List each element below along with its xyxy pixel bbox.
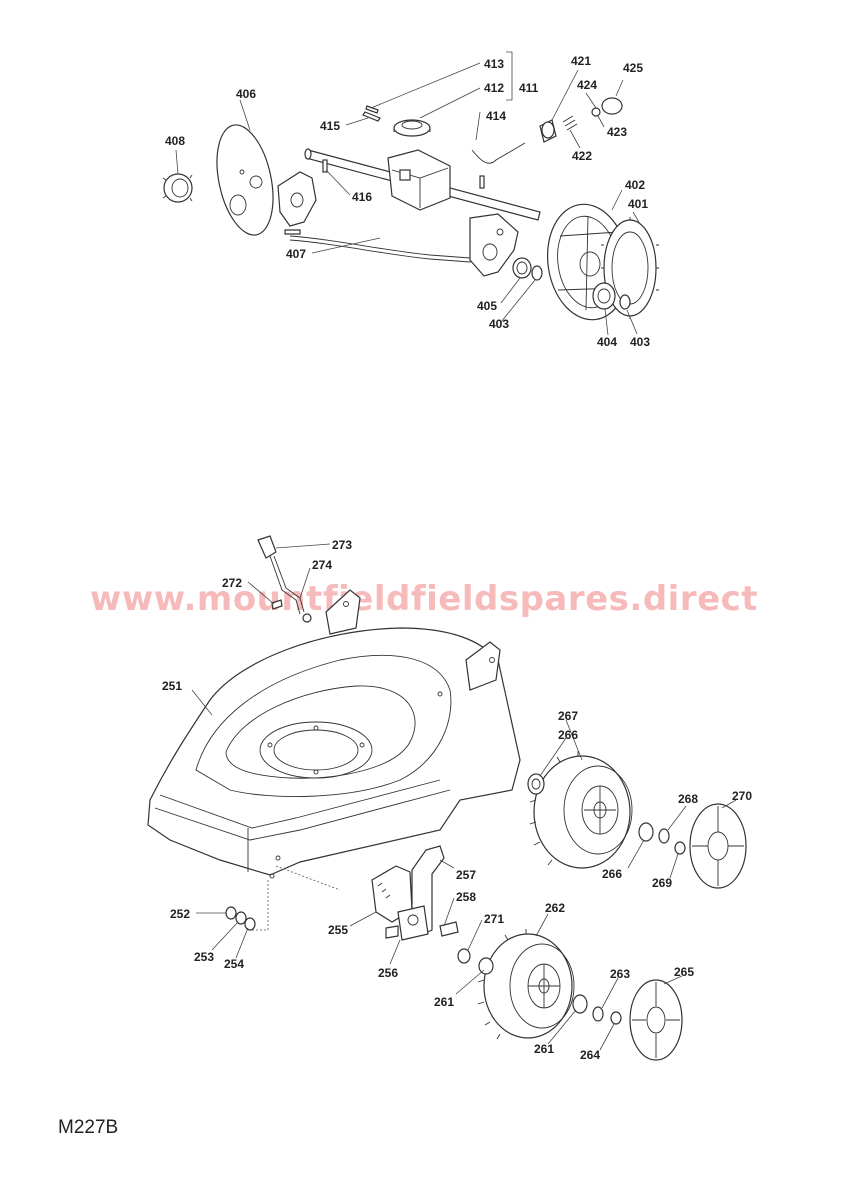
label-421: 421 <box>571 54 591 68</box>
label-424: 424 <box>577 78 597 92</box>
part-403-washer-b <box>619 294 631 310</box>
part-414-cable <box>471 142 526 164</box>
part-404-pinion <box>592 282 616 310</box>
label-254: 254 <box>224 957 244 971</box>
label-412: 412 <box>484 81 504 95</box>
label-402: 402 <box>625 178 645 192</box>
label-273: 273 <box>332 538 352 552</box>
label-268: 268 <box>678 792 698 806</box>
part-407-rod <box>284 229 496 263</box>
label-263: 263 <box>610 967 630 981</box>
label-251: 251 <box>162 679 182 693</box>
part-266-bearing-a <box>527 773 545 795</box>
label-252: 252 <box>170 907 190 921</box>
drive-assembly: 413 412 411 414 415 416 406 408 407 405 … <box>162 51 659 349</box>
label-274: 274 <box>312 558 332 572</box>
label-264: 264 <box>580 1048 600 1062</box>
part-424-washer <box>591 107 601 117</box>
part-405-bush <box>512 257 532 279</box>
label-266-bottom: 266 <box>602 867 622 881</box>
deck-hardware <box>225 865 341 931</box>
label-405: 405 <box>477 299 497 313</box>
label-413: 413 <box>484 57 504 71</box>
label-425: 425 <box>623 61 643 75</box>
top-leader-lines <box>175 51 641 336</box>
label-253: 253 <box>194 950 214 964</box>
label-262: 262 <box>545 901 565 915</box>
part-416-pin-b <box>479 175 485 189</box>
part-263-washer <box>592 1006 604 1022</box>
label-258: 258 <box>456 890 476 904</box>
gearbox <box>387 149 451 211</box>
part-262-front-wheel <box>477 929 575 1040</box>
label-261-right: 261 <box>534 1042 554 1056</box>
label-261-left: 261 <box>434 995 454 1009</box>
left-bracket <box>277 171 317 227</box>
label-415: 415 <box>320 119 340 133</box>
height-lever <box>257 535 312 623</box>
label-270: 270 <box>732 789 752 803</box>
label-269: 269 <box>652 876 672 890</box>
part-416-pin <box>322 159 328 173</box>
label-414: 414 <box>486 109 506 123</box>
label-255: 255 <box>328 923 348 937</box>
label-411: 411 <box>519 81 539 95</box>
part-265-hubcap <box>629 979 683 1061</box>
part-412-pulley <box>393 119 431 137</box>
part-271-washer <box>457 948 471 964</box>
label-266-top: 266 <box>558 728 578 742</box>
label-403-right: 403 <box>630 335 650 349</box>
part-415-key <box>362 111 381 122</box>
part-406-disc-cover <box>216 124 274 236</box>
label-423: 423 <box>607 125 627 139</box>
diagram-code: M227B <box>58 1117 118 1138</box>
label-265: 265 <box>674 965 694 979</box>
part-425-cap <box>601 97 623 115</box>
label-271: 271 <box>484 912 504 926</box>
label-256: 256 <box>378 966 398 980</box>
part-267-rear-wheel <box>529 751 633 869</box>
label-406: 406 <box>236 87 256 101</box>
part-422-spring <box>562 115 578 131</box>
part-266-bearing-b <box>638 822 654 842</box>
label-407: 407 <box>286 247 306 261</box>
label-257: 257 <box>456 868 476 882</box>
deck-assembly: 273 274 272 251 252 253 254 255 256 257 … <box>147 535 752 1062</box>
label-422: 422 <box>572 149 592 163</box>
label-408: 408 <box>165 134 185 148</box>
knob-assembly <box>539 97 623 143</box>
label-401: 401 <box>628 197 648 211</box>
part-261-bearing-a <box>478 957 494 975</box>
part-408-pinion <box>162 173 193 203</box>
label-416: 416 <box>352 190 372 204</box>
label-403-left: 403 <box>489 317 509 331</box>
part-403-washer <box>531 265 543 281</box>
bottom-leader-lines <box>191 543 737 1051</box>
part-270-hubcap <box>689 803 747 889</box>
part-268-washer <box>658 828 670 844</box>
label-404: 404 <box>597 335 617 349</box>
part-413-key <box>365 105 379 114</box>
label-267: 267 <box>558 709 578 723</box>
part-269-nut <box>674 841 686 855</box>
part-261-bearing-b <box>572 994 588 1014</box>
label-272: 272 <box>222 576 242 590</box>
watermark-text: www.mountfieldfieldspares.direct <box>90 579 758 619</box>
right-bracket <box>469 213 519 277</box>
part-251-deck <box>147 589 521 879</box>
height-adjuster <box>371 845 459 941</box>
part-264-nut <box>610 1011 622 1025</box>
